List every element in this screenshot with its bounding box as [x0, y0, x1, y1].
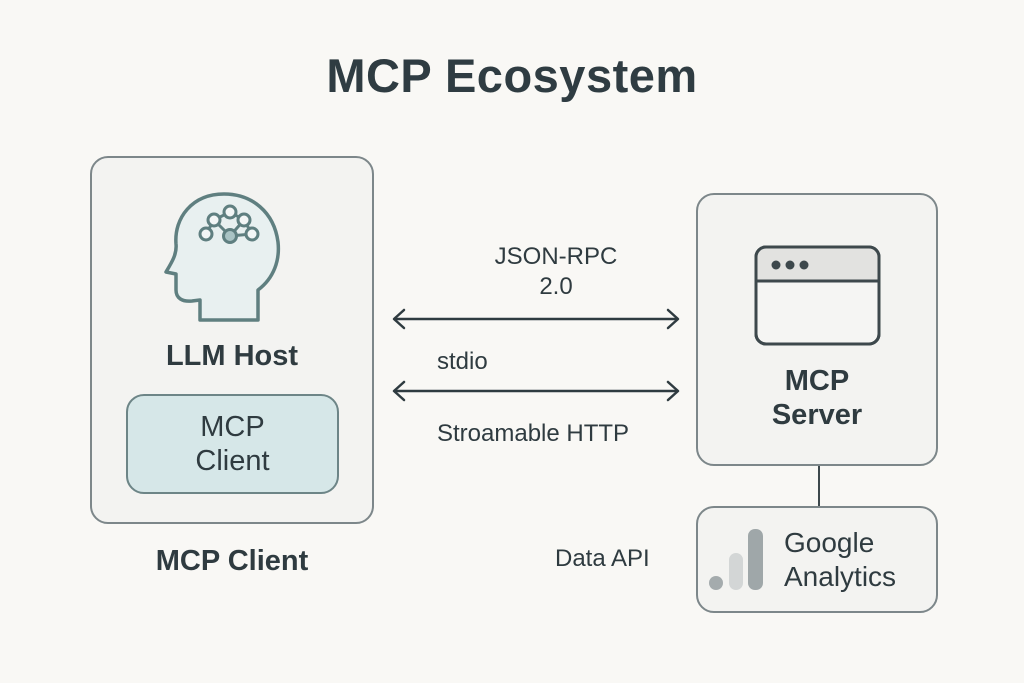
transport-http-label: Stroamable HTTP — [437, 420, 630, 447]
mcp-client-inner-box: MCP Client — [126, 394, 339, 494]
data-api-label: Data API — [555, 545, 650, 572]
bidirectional-arrow-icon — [392, 380, 680, 402]
google-analytics-label-line1: Google — [784, 527, 875, 558]
mcp-server-label-line2: Server — [771, 399, 863, 431]
server-to-analytics-connector — [818, 466, 820, 506]
mcp-client-inner-line2: Client — [195, 445, 270, 477]
google-analytics-label-line2: Analytics — [784, 561, 897, 592]
google-analytics-label: Google Analytics — [784, 526, 896, 594]
mcp-client-inner-line1: MCP — [200, 411, 265, 443]
diagram-title: MCP Ecosystem — [326, 49, 698, 102]
browser-window-icon — [754, 245, 881, 346]
protocol-label-line2: 2.0 — [539, 273, 573, 300]
protocol-label-line1: JSON-RPC — [494, 243, 618, 270]
mcp-server-label-line1: MCP — [784, 365, 850, 397]
llm-host-label: LLM Host — [165, 340, 299, 372]
google-analytics-icon — [709, 529, 763, 590]
head-network-icon — [164, 192, 281, 322]
mcp-server-label: MCP Server — [696, 364, 938, 432]
transport-stdio-label: stdio — [437, 348, 488, 375]
bidirectional-arrow-icon — [392, 308, 680, 330]
protocol-label: JSON-RPC 2.0 — [456, 242, 656, 302]
mcp-client-caption: MCP Client — [155, 545, 309, 577]
